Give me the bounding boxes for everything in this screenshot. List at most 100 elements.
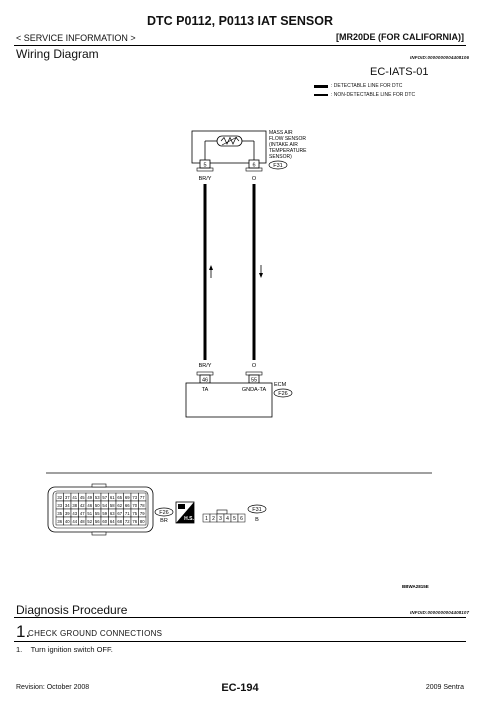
- f26-pin-label: 68: [117, 519, 122, 524]
- f26-pin-label: 75: [132, 511, 137, 516]
- f26-pin-label: 37: [65, 495, 70, 500]
- f31-connector-label: F31: [252, 507, 261, 513]
- f31-pin-label: 1: [205, 516, 208, 522]
- f26-pin-label: 79: [140, 511, 145, 516]
- diagnosis-heading: Diagnosis Procedure: [16, 603, 128, 617]
- f26-pin-label: 56: [95, 519, 100, 524]
- f26-pin-label: 62: [117, 503, 122, 508]
- ecm-terminal-label: GNDA-TA: [242, 387, 267, 393]
- f26-pin-label: 32: [57, 495, 62, 500]
- sensor-pin-label: 6: [252, 163, 255, 169]
- f26-pin-label: 39: [65, 511, 70, 516]
- hs-label: H.S.: [184, 516, 194, 522]
- ecm-connector-label: F26: [278, 391, 287, 397]
- header-rule: [14, 45, 466, 46]
- legend-detectable-label: : DETECTABLE LINE FOR DTC: [331, 83, 403, 89]
- f26-pin-label: 48: [80, 519, 85, 524]
- wiring-diagram-heading: Wiring Diagram: [16, 47, 99, 61]
- sensor-connector-label: F31: [273, 163, 282, 169]
- f26-pin-label: 69: [125, 495, 130, 500]
- step-item: 1. Turn ignition switch OFF.: [16, 645, 113, 654]
- step-title: CHECK GROUND CONNECTIONS: [28, 629, 163, 638]
- f26-pin-label: 72: [125, 519, 130, 524]
- wiring-diagram: MASS AIR FLOW SENSOR (INTAKE AIR TEMPERA…: [46, 130, 432, 589]
- f26-connector-label: F26: [159, 510, 168, 516]
- f26-pin-label: 61: [110, 495, 115, 500]
- up-arrow-icon: [209, 265, 213, 270]
- wiring-info-id: INFOID:0000000004408106: [410, 55, 470, 60]
- diagnosis-rule-top: [14, 617, 466, 618]
- f26-pin-label: 67: [117, 511, 122, 516]
- f26-pin-label: 45: [80, 495, 85, 500]
- down-arrow-icon: [259, 273, 263, 278]
- sensor-connector-badge: [268, 160, 288, 170]
- f26-pin-label: 78: [140, 503, 145, 508]
- ecm-body: [185, 382, 273, 418]
- thin-line-icon: [314, 94, 328, 96]
- f26-pin-label: 53: [95, 495, 100, 500]
- legend-non-detectable-label: : NON-DETECTABLE LINE FOR DTC: [331, 92, 416, 98]
- f26-pin-label: 80: [140, 519, 145, 524]
- ecm-label: ECM: [274, 382, 287, 388]
- thick-line-icon: [314, 84, 328, 88]
- sensor-label-line: FLOW SENSOR: [269, 136, 306, 142]
- f26-pin-label: 54: [102, 503, 107, 508]
- ecm-terminal-label: TA: [202, 387, 209, 393]
- f26-pin-label: 63: [110, 511, 115, 516]
- f26-pin-label: 55: [95, 511, 100, 516]
- f31-pin-label: 3: [219, 516, 222, 522]
- ecm-connector-badge: [273, 388, 293, 398]
- f31-connector-color: B: [255, 517, 259, 523]
- wire-color-bottom: BR/Y: [199, 363, 212, 369]
- f26-pin-label: 77: [140, 495, 145, 500]
- f26-pin-label: 51: [87, 511, 92, 516]
- legend-non-detectable: : NON-DETECTABLE LINE FOR DTC: [314, 92, 415, 98]
- hs-icon: H.S.: [175, 501, 194, 524]
- diagnosis-info-id: INFOID:0000000004408107: [410, 610, 470, 615]
- revision-label: Revision: October 2008: [16, 684, 90, 691]
- page-title: DTC P0112, P0113 IAT SENSOR: [147, 14, 333, 28]
- ecm-pin-label: 46: [202, 378, 208, 384]
- f26-pin-label: 60: [102, 519, 107, 524]
- f26-pin-label: 47: [80, 511, 85, 516]
- f26-pin-label: 52: [87, 519, 92, 524]
- sensor-label-line: TEMPERATURE: [269, 148, 307, 154]
- vehicle-label: 2009 Sentra: [425, 684, 464, 691]
- f26-pin-label: 71: [125, 511, 130, 516]
- f26-pin-label: 58: [110, 503, 115, 508]
- page-number: EC-194: [221, 682, 259, 694]
- f26-pin-label: 49: [87, 495, 92, 500]
- f26-pin-label: 50: [95, 503, 100, 508]
- sensor-label-line: (INTAKE AIR: [269, 142, 298, 148]
- wire-color-top: BR/Y: [199, 176, 212, 182]
- f26-pin-label: 44: [72, 519, 77, 524]
- f26-pin-label: 65: [117, 495, 122, 500]
- wire-color-top: O: [252, 176, 257, 182]
- diagram-code: EC-IATS-01: [370, 66, 429, 78]
- f26-pin-label: 34: [65, 503, 70, 508]
- f26-pin-label: 64: [110, 519, 115, 524]
- f31-connector-badge: [247, 504, 267, 514]
- f26-pin-label: 43: [72, 511, 77, 516]
- f26-pin-label: 38: [72, 503, 77, 508]
- sensor-label-line: SENSOR): [269, 154, 292, 160]
- f26-pin-label: 76: [132, 519, 137, 524]
- f31-pin-label: 4: [226, 516, 229, 522]
- f26-pin-label: 66: [125, 503, 130, 508]
- ecm-pin-label: 55: [251, 378, 257, 384]
- legend-detectable: : DETECTABLE LINE FOR DTC: [314, 83, 402, 89]
- figure-id: BBWA2815E: [402, 584, 429, 589]
- sensor-label-line: MASS AIR: [269, 130, 293, 136]
- f26-pin-label: 42: [80, 503, 85, 508]
- f26-pin-label: 35: [57, 511, 62, 516]
- f31-pin-label: 5: [233, 516, 236, 522]
- diagnosis-rule-bottom: [14, 641, 466, 642]
- f26-pin-label: 70: [132, 503, 137, 508]
- f26-pin-cell: [138, 516, 147, 526]
- f26-pin-label: 57: [102, 495, 107, 500]
- model-label: [MR20DE (FOR CALIFORNIA)]: [336, 32, 464, 42]
- f31-pin-label: 2: [212, 516, 215, 522]
- wire-color-bottom: O: [252, 363, 257, 369]
